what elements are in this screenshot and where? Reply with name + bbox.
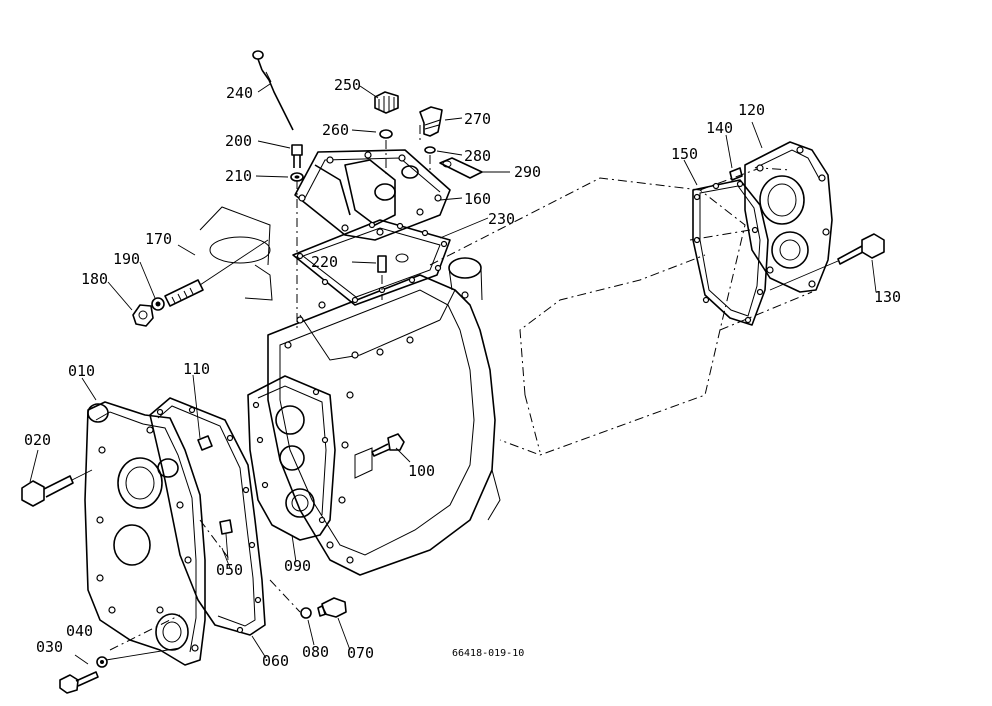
label-190: 190 bbox=[113, 250, 140, 268]
gasket-part-230 bbox=[292, 219, 451, 306]
bolt-part-130 bbox=[769, 233, 885, 291]
part-labels: 240 250 270 260 280 200 290 210 160 230 … bbox=[24, 76, 901, 670]
leader-lines bbox=[29, 83, 877, 665]
label-270: 270 bbox=[464, 110, 491, 128]
label-060: 060 bbox=[262, 652, 289, 670]
front-cover-part-010 bbox=[84, 401, 206, 666]
bracket-behind-170 bbox=[199, 206, 273, 301]
nut-part-180 bbox=[132, 304, 154, 327]
gasket-part-060 bbox=[149, 397, 266, 636]
bolt-part-020 bbox=[21, 469, 93, 507]
label-170: 170 bbox=[145, 230, 172, 248]
label-100: 100 bbox=[408, 462, 435, 480]
washer-part-040 bbox=[96, 647, 181, 668]
label-070: 070 bbox=[347, 644, 374, 662]
label-030: 030 bbox=[36, 638, 63, 656]
label-110: 110 bbox=[183, 360, 210, 378]
plug-part-070 bbox=[317, 597, 347, 618]
plate-part-090 bbox=[247, 375, 336, 541]
label-120: 120 bbox=[738, 101, 765, 119]
label-090: 090 bbox=[284, 557, 311, 575]
transmission-case bbox=[267, 167, 813, 576]
label-260: 260 bbox=[322, 121, 349, 139]
label-250: 250 bbox=[334, 76, 361, 94]
o-ring-part-260 bbox=[379, 129, 393, 139]
label-050: 050 bbox=[216, 561, 243, 579]
washer-part-080 bbox=[300, 607, 312, 619]
pin-part-050 bbox=[219, 519, 233, 561]
label-240: 240 bbox=[226, 84, 253, 102]
label-020: 020 bbox=[24, 431, 51, 449]
label-210: 210 bbox=[225, 167, 252, 185]
bolt-part-200 bbox=[291, 144, 303, 168]
label-180: 180 bbox=[81, 270, 108, 288]
drawing-number: 66418-019-10 bbox=[452, 648, 524, 659]
bolt-part-030 bbox=[59, 671, 99, 694]
label-040: 040 bbox=[66, 622, 93, 640]
washer-part-190 bbox=[151, 297, 165, 311]
cover-part-120 bbox=[744, 141, 833, 293]
bolt-part-100 bbox=[371, 433, 405, 457]
pin-part-140 bbox=[729, 167, 743, 181]
gasket-part-150 bbox=[692, 179, 769, 326]
label-290: 290 bbox=[514, 163, 541, 181]
plug-part-250 bbox=[374, 91, 399, 114]
label-010: 010 bbox=[68, 362, 95, 380]
label-140: 140 bbox=[706, 119, 733, 137]
label-130: 130 bbox=[874, 288, 901, 306]
top-cover-part-160 bbox=[294, 149, 451, 241]
label-160: 160 bbox=[464, 190, 491, 208]
stud-part-170 bbox=[164, 239, 269, 307]
label-150: 150 bbox=[671, 145, 698, 163]
alignment-lines bbox=[109, 125, 751, 651]
pin-part-110 bbox=[197, 435, 213, 451]
plug-part-270 bbox=[419, 106, 443, 137]
dipstick-part-240 bbox=[252, 50, 294, 131]
washer-part-210 bbox=[290, 172, 304, 182]
label-220: 220 bbox=[311, 253, 338, 271]
label-080: 080 bbox=[302, 643, 329, 661]
label-200: 200 bbox=[225, 132, 252, 150]
pin-part-220 bbox=[377, 255, 387, 273]
label-230: 230 bbox=[488, 210, 515, 228]
o-ring-part-280 bbox=[424, 146, 436, 154]
label-280: 280 bbox=[464, 147, 491, 165]
